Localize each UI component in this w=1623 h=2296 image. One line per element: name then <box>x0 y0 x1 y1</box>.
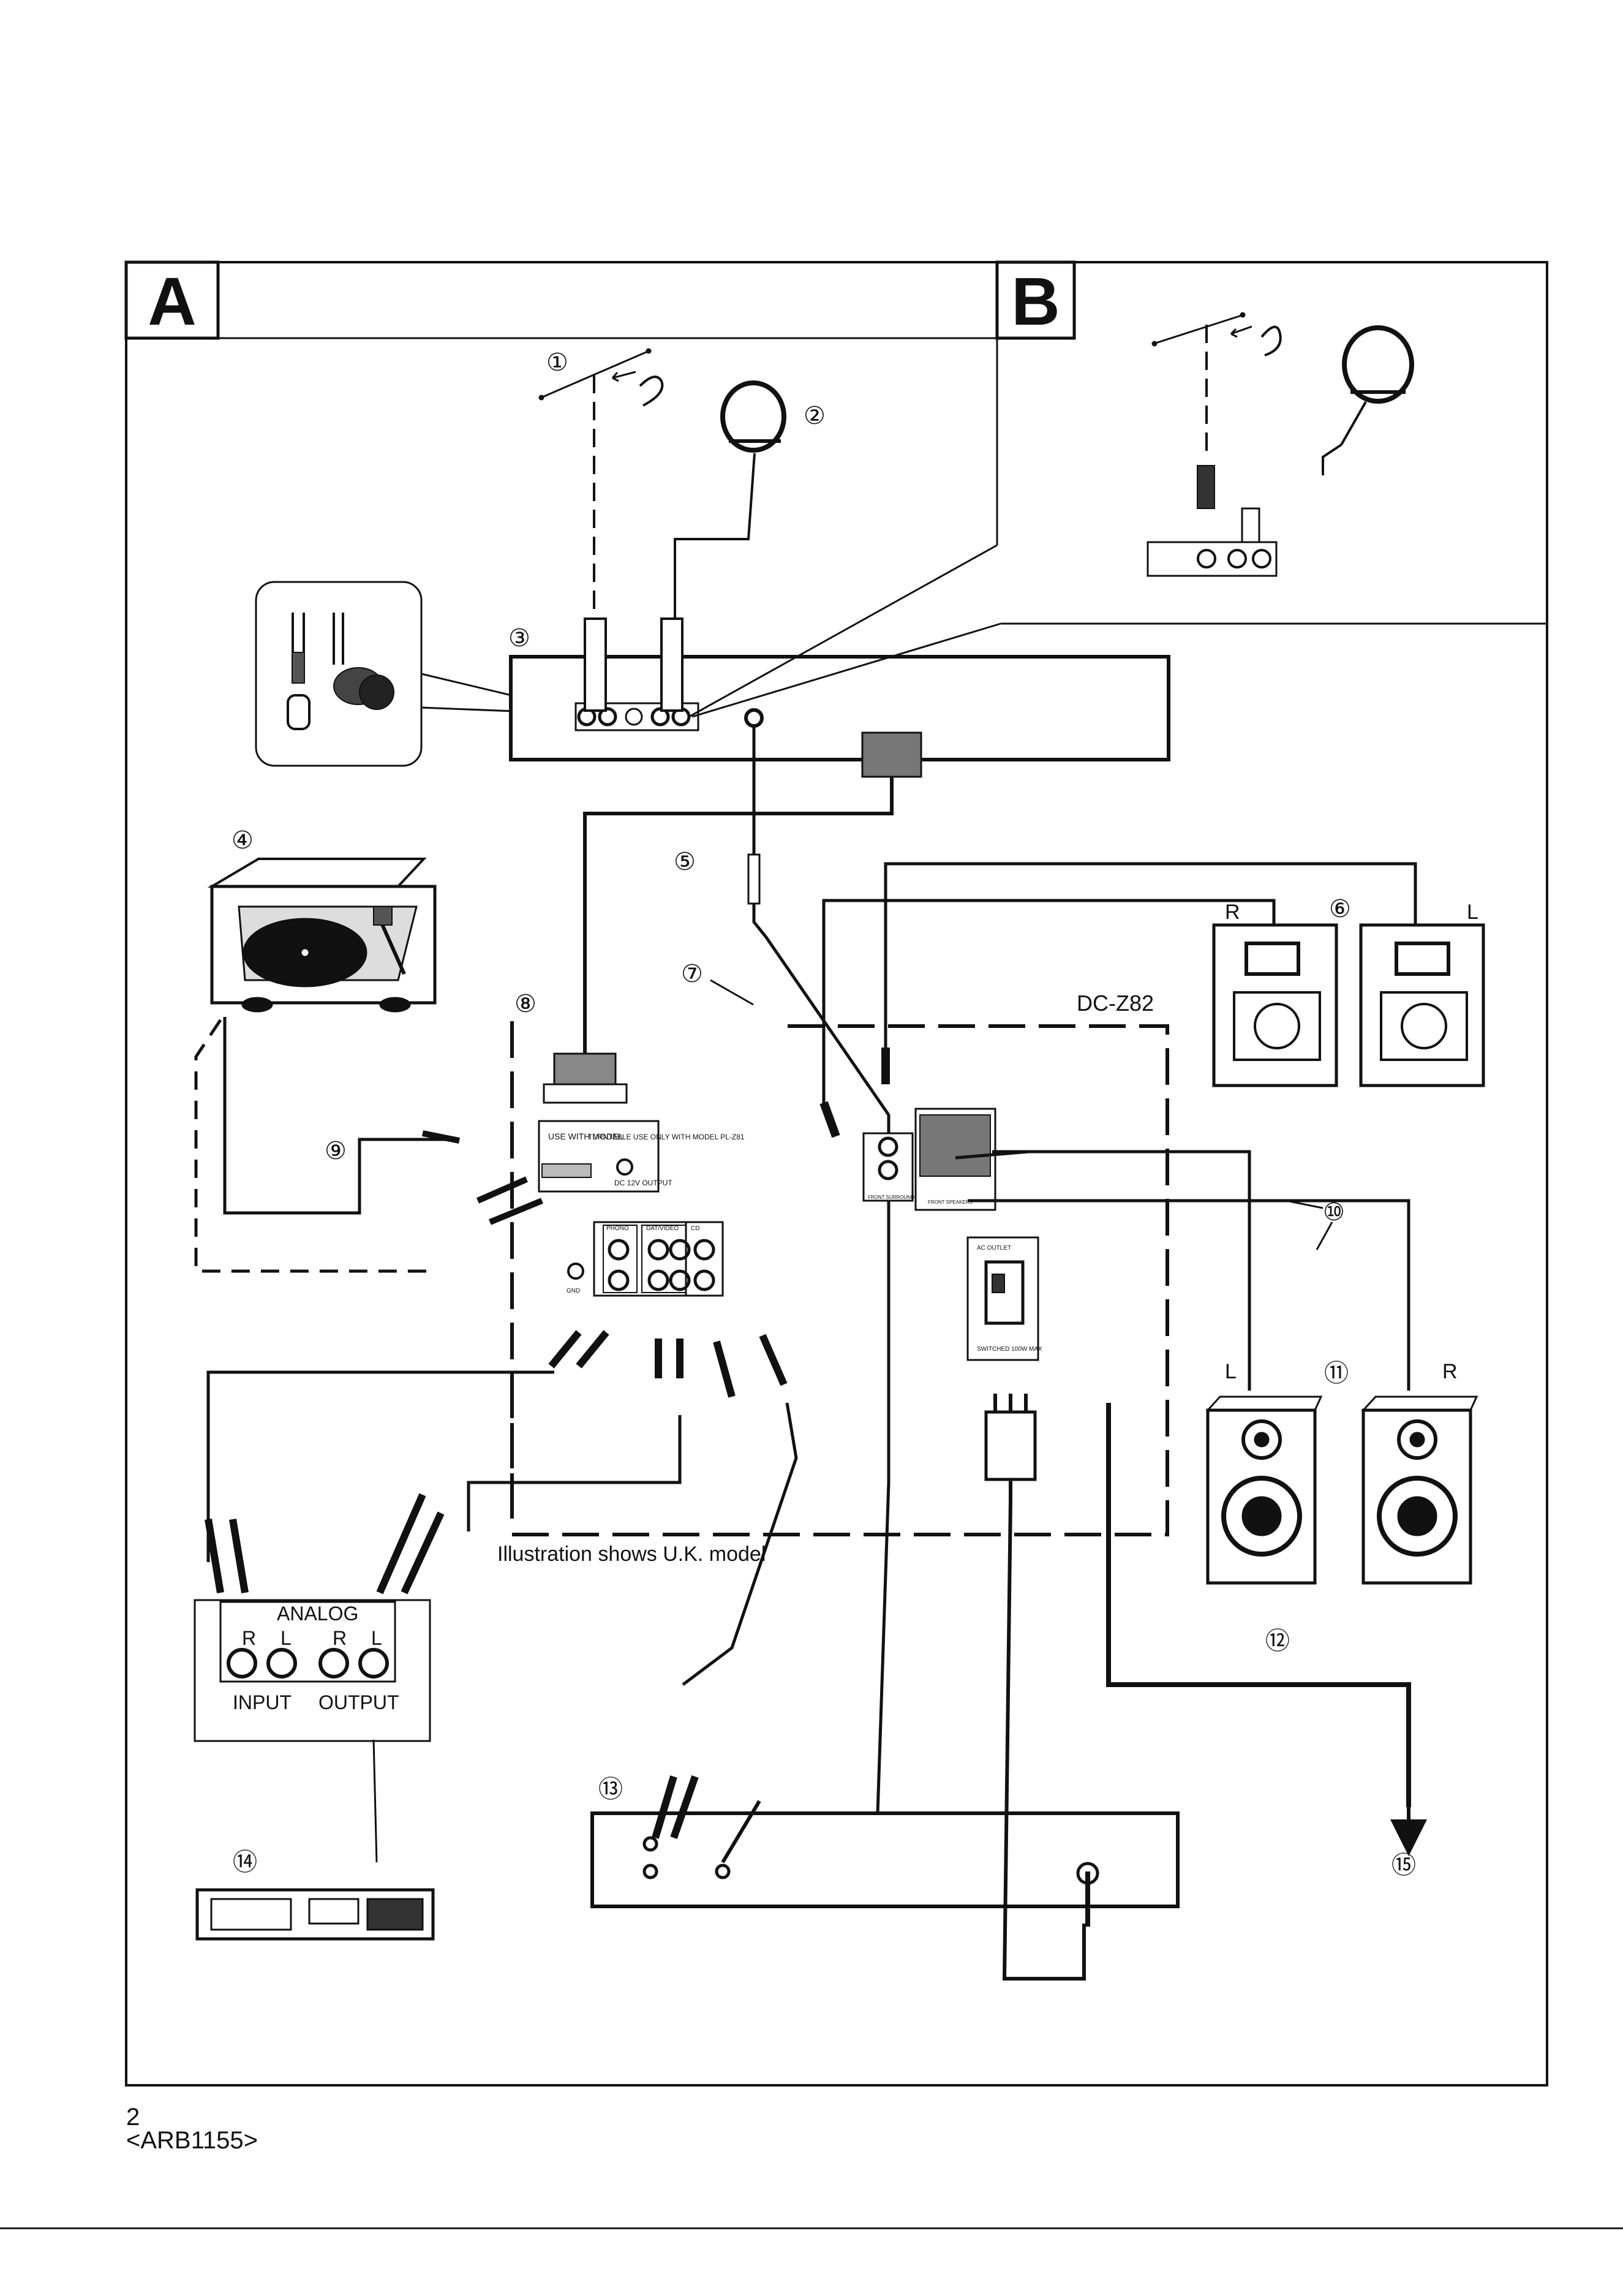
front-speaker-r-label: R <box>1225 901 1240 924</box>
svg-text:AC OUTLET: AC OUTLET <box>977 1245 1011 1252</box>
callout-13: ⑬ <box>598 1776 623 1803</box>
bottom-rule <box>0 2227 1623 2229</box>
svg-text:ANALOG: ANALOG <box>277 1603 358 1625</box>
deck-leader <box>372 1739 378 1863</box>
system-control-cable <box>583 777 894 1057</box>
main-speaker-r <box>1361 1395 1478 1585</box>
ac-plug-cable <box>984 1394 1086 1981</box>
outer-frame <box>125 261 1548 2086</box>
front-speaker-l-label: L <box>1467 901 1478 924</box>
rca-plugs-left <box>548 1330 683 1378</box>
deck-cable-a <box>206 1370 554 1562</box>
panel-b-antenna-assembly <box>1147 312 1414 577</box>
leader-10b <box>1316 1222 1333 1250</box>
page-number: 2 <box>126 2104 140 2131</box>
svg-text:INPUT: INPUT <box>233 1691 292 1713</box>
svg-text:R: R <box>333 1627 347 1649</box>
cd-cable <box>682 1402 798 1686</box>
speaker-terminals: FRONT SURROUND SPEAKERS FRONT SPEAKERS <box>862 1108 996 1211</box>
amplifier-outline <box>510 1021 1169 1536</box>
callout-3: ③ <box>508 625 530 652</box>
turntable <box>207 858 437 1013</box>
dc-plug <box>747 853 761 905</box>
callout-12: ⑫ <box>1265 1628 1290 1655</box>
svg-text:USE WITH MODEL: USE WITH MODEL <box>548 1131 623 1141</box>
svg-text:GND: GND <box>567 1288 580 1294</box>
system-connector: USE WITH MODEL TURNTABLE USE ONLY WITH M… <box>538 1052 745 1193</box>
callout-2: ② <box>804 402 826 429</box>
front-plugs <box>819 1048 890 1138</box>
phono-cable <box>223 1017 451 1215</box>
callout-4: ④ <box>232 827 254 854</box>
svg-text:A: A <box>148 264 196 339</box>
callout-15: ⑮ <box>1391 1852 1416 1879</box>
callout-6: ⑥ <box>1329 896 1351 923</box>
front-speaker-cable-l <box>884 862 1417 1048</box>
main-speaker-l <box>1205 1395 1323 1585</box>
svg-text:FRONT SURROUND SPEAKERS: FRONT SURROUND SPEAKERS <box>868 1195 942 1200</box>
svg-text:R: R <box>242 1627 256 1649</box>
tuner-unit <box>509 544 1170 778</box>
callout-14: ⑭ <box>233 1849 257 1876</box>
callout-11: ⑪ <box>1324 1360 1349 1387</box>
svg-text:DAT/VIDEO: DAT/VIDEO <box>646 1225 679 1232</box>
svg-text:L: L <box>281 1627 292 1649</box>
svg-text:DC 12V OUTPUT: DC 12V OUTPUT <box>614 1179 672 1187</box>
svg-text:FRONT SPEAKERS: FRONT SPEAKERS <box>928 1199 973 1205</box>
svg-text:PHONO: PHONO <box>606 1225 629 1232</box>
fm-antenna <box>538 348 664 617</box>
ground-cable <box>194 1019 429 1273</box>
front-speaker-r <box>1212 923 1338 1087</box>
rca-plugs-right <box>713 1334 788 1398</box>
ac-outlet: AC OUTLET SWITCHED 100W MAX <box>966 1236 1042 1361</box>
leader-7 <box>710 979 754 1006</box>
deck-cable-b <box>467 1415 682 1531</box>
callout-9: ⑨ <box>325 1138 347 1165</box>
callout-1: ① <box>546 349 568 376</box>
svg-text:TURNTABLE USE ONLY WITH MODEL: TURNTABLE USE ONLY WITH MODEL PL-Z81 <box>588 1133 745 1141</box>
front-speaker-l <box>1359 923 1485 1087</box>
main-speaker-r-label: R <box>1442 1360 1458 1383</box>
cd-player <box>590 1775 1180 1927</box>
callout-10: ⑩ <box>1323 1199 1345 1226</box>
deck-analog-panel: ANALOG R L R L INPUT OUTPUT <box>194 1493 445 1742</box>
svg-text:B: B <box>1011 264 1060 339</box>
svg-text:CD: CD <box>691 1225 699 1232</box>
panel-b-label: B <box>995 260 1076 340</box>
svg-text:OUTPUT: OUTPUT <box>318 1691 399 1713</box>
svg-text:L: L <box>371 1627 382 1649</box>
amp-note: Illustration shows U.K. model <box>497 1543 766 1566</box>
main-speaker-l-label: L <box>1225 1360 1237 1383</box>
main-power-cord <box>1106 1403 1411 1807</box>
amp-model-label: DC-Z82 <box>1077 991 1154 1016</box>
am-loop-antenna <box>674 380 786 619</box>
antenna-connection-detail <box>255 581 423 767</box>
document-code: <ARB1155> <box>126 2127 258 2154</box>
panel-a-label: A <box>124 260 220 340</box>
callout-7: ⑦ <box>681 961 703 988</box>
front-speaker-cable-r <box>822 899 1276 1109</box>
dc-power-cable <box>752 726 891 1851</box>
phono-plugs <box>422 1130 543 1225</box>
callout-5: ⑤ <box>674 848 696 875</box>
main-speaker-cables <box>955 1150 1410 1391</box>
leader-10a <box>1286 1199 1324 1209</box>
amp-input-jacks: PHONO DAT/VIDEO CD GND <box>567 1221 724 1297</box>
cassette-deck <box>195 1888 435 1941</box>
callout-8: ⑧ <box>514 991 537 1018</box>
svg-text:SWITCHED 100W MAX: SWITCHED 100W MAX <box>977 1346 1042 1353</box>
